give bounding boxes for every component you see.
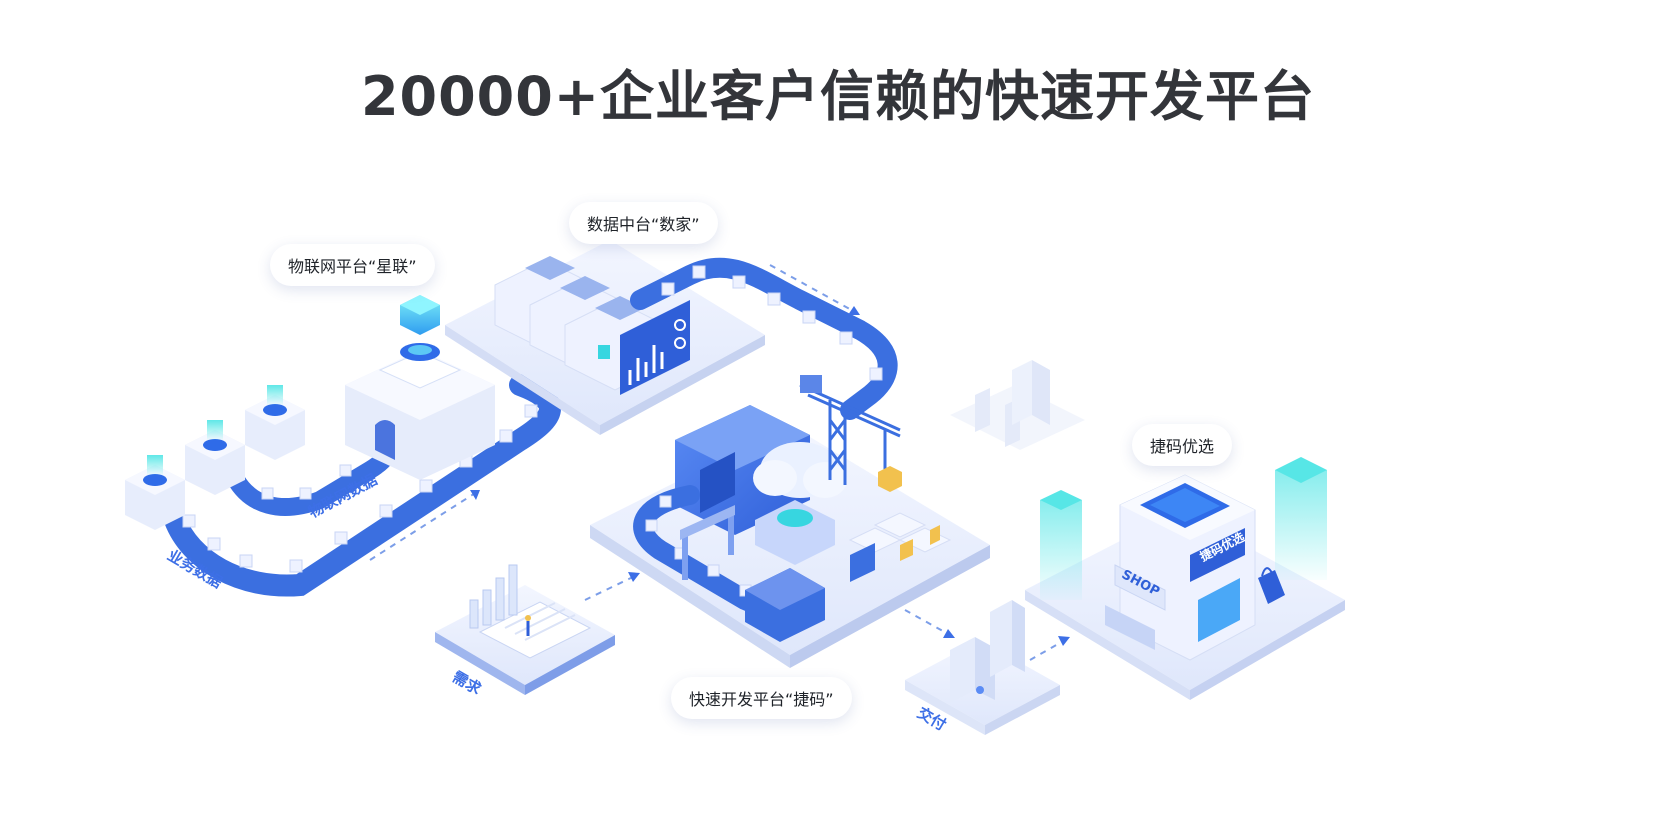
iot-area [125,295,561,597]
data-platform-area [445,240,898,435]
iot-platform-label: 物联网平台“星联” [270,244,435,286]
store-area [1025,457,1345,700]
page-heading: 20000+企业客户信赖的快速开发平台 [360,65,1316,128]
business-data-belt [164,374,561,597]
background-buildings [950,360,1085,450]
shopping-bag-icon [1258,567,1285,604]
delivery-area [904,600,1070,735]
cloud-icon [753,442,847,498]
data-platform-label: 数据中台“数家” [569,202,718,244]
bar-chart-icon [620,300,690,395]
factory-area [590,375,990,668]
jiema-select-label: 捷码优选 [1132,424,1233,466]
cube-icon [400,295,440,335]
requirements-area [435,564,640,695]
rapid-dev-platform-label: 快速开发平台“捷码” [671,677,852,719]
data-belt [630,257,898,420]
